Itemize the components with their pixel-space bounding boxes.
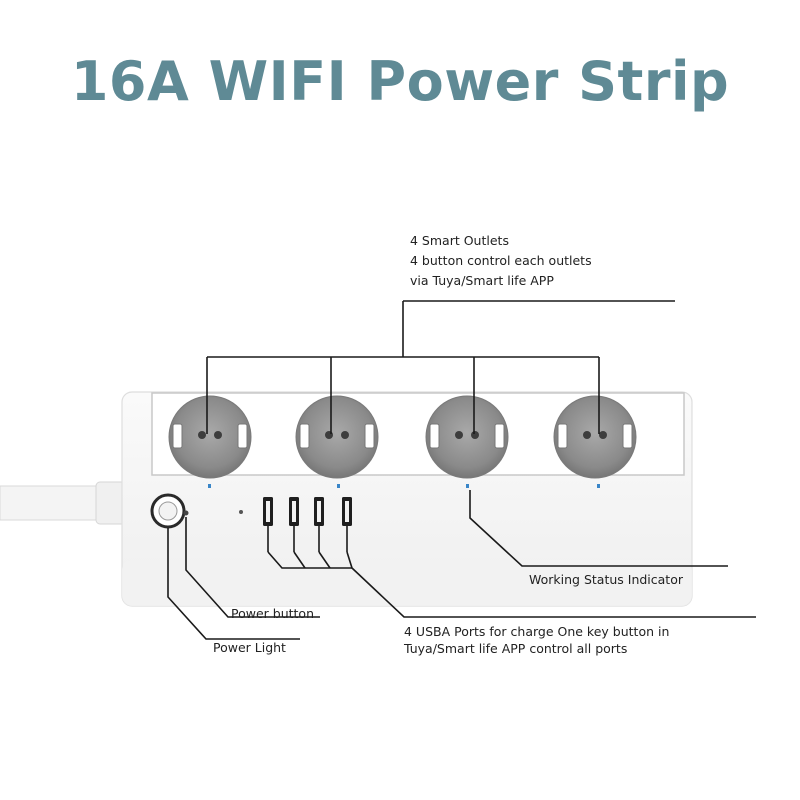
label-smart-outlets-line3: via Tuya/Smart life APP xyxy=(410,273,554,288)
usb-ports xyxy=(263,497,352,526)
callout-lines-power xyxy=(167,517,320,640)
label-usb-ports-line2: Tuya/Smart life APP control all ports xyxy=(404,641,628,656)
label-power-button: Power button xyxy=(231,606,314,621)
callout-lines-status xyxy=(469,490,728,567)
outlet-3[interactable] xyxy=(425,395,509,479)
status-indicator-3 xyxy=(466,484,469,488)
label-power-light: Power Light xyxy=(213,640,286,655)
outlet-2[interactable] xyxy=(295,395,379,479)
callout-lines-usb xyxy=(267,526,756,618)
outlet-1[interactable] xyxy=(168,395,252,479)
power-button[interactable] xyxy=(150,493,189,529)
label-working-status: Working Status Indicator xyxy=(529,572,683,587)
label-smart-outlets: 4 Smart Outlets 4 button control each ou… xyxy=(410,231,592,291)
label-usb-ports: 4 USBA Ports for charge One key button i… xyxy=(404,623,669,657)
power-light xyxy=(183,510,189,516)
status-indicator-4 xyxy=(597,484,600,488)
outlet-4[interactable] xyxy=(553,395,637,479)
page-title: 16A WIFI Power Strip xyxy=(70,50,730,113)
status-indicators xyxy=(208,484,600,488)
status-indicator-2 xyxy=(337,484,340,488)
callout-lines-outlets xyxy=(206,300,675,434)
label-usb-ports-line1: 4 USBA Ports for charge One key button i… xyxy=(404,624,670,639)
reset-pinhole xyxy=(239,510,243,514)
power-cord xyxy=(0,481,127,525)
outlets xyxy=(168,395,637,479)
label-smart-outlets-line1: 4 Smart Outlets xyxy=(410,233,509,248)
status-indicator-1 xyxy=(208,484,211,488)
label-smart-outlets-line2: 4 button control each outlets xyxy=(410,253,592,268)
